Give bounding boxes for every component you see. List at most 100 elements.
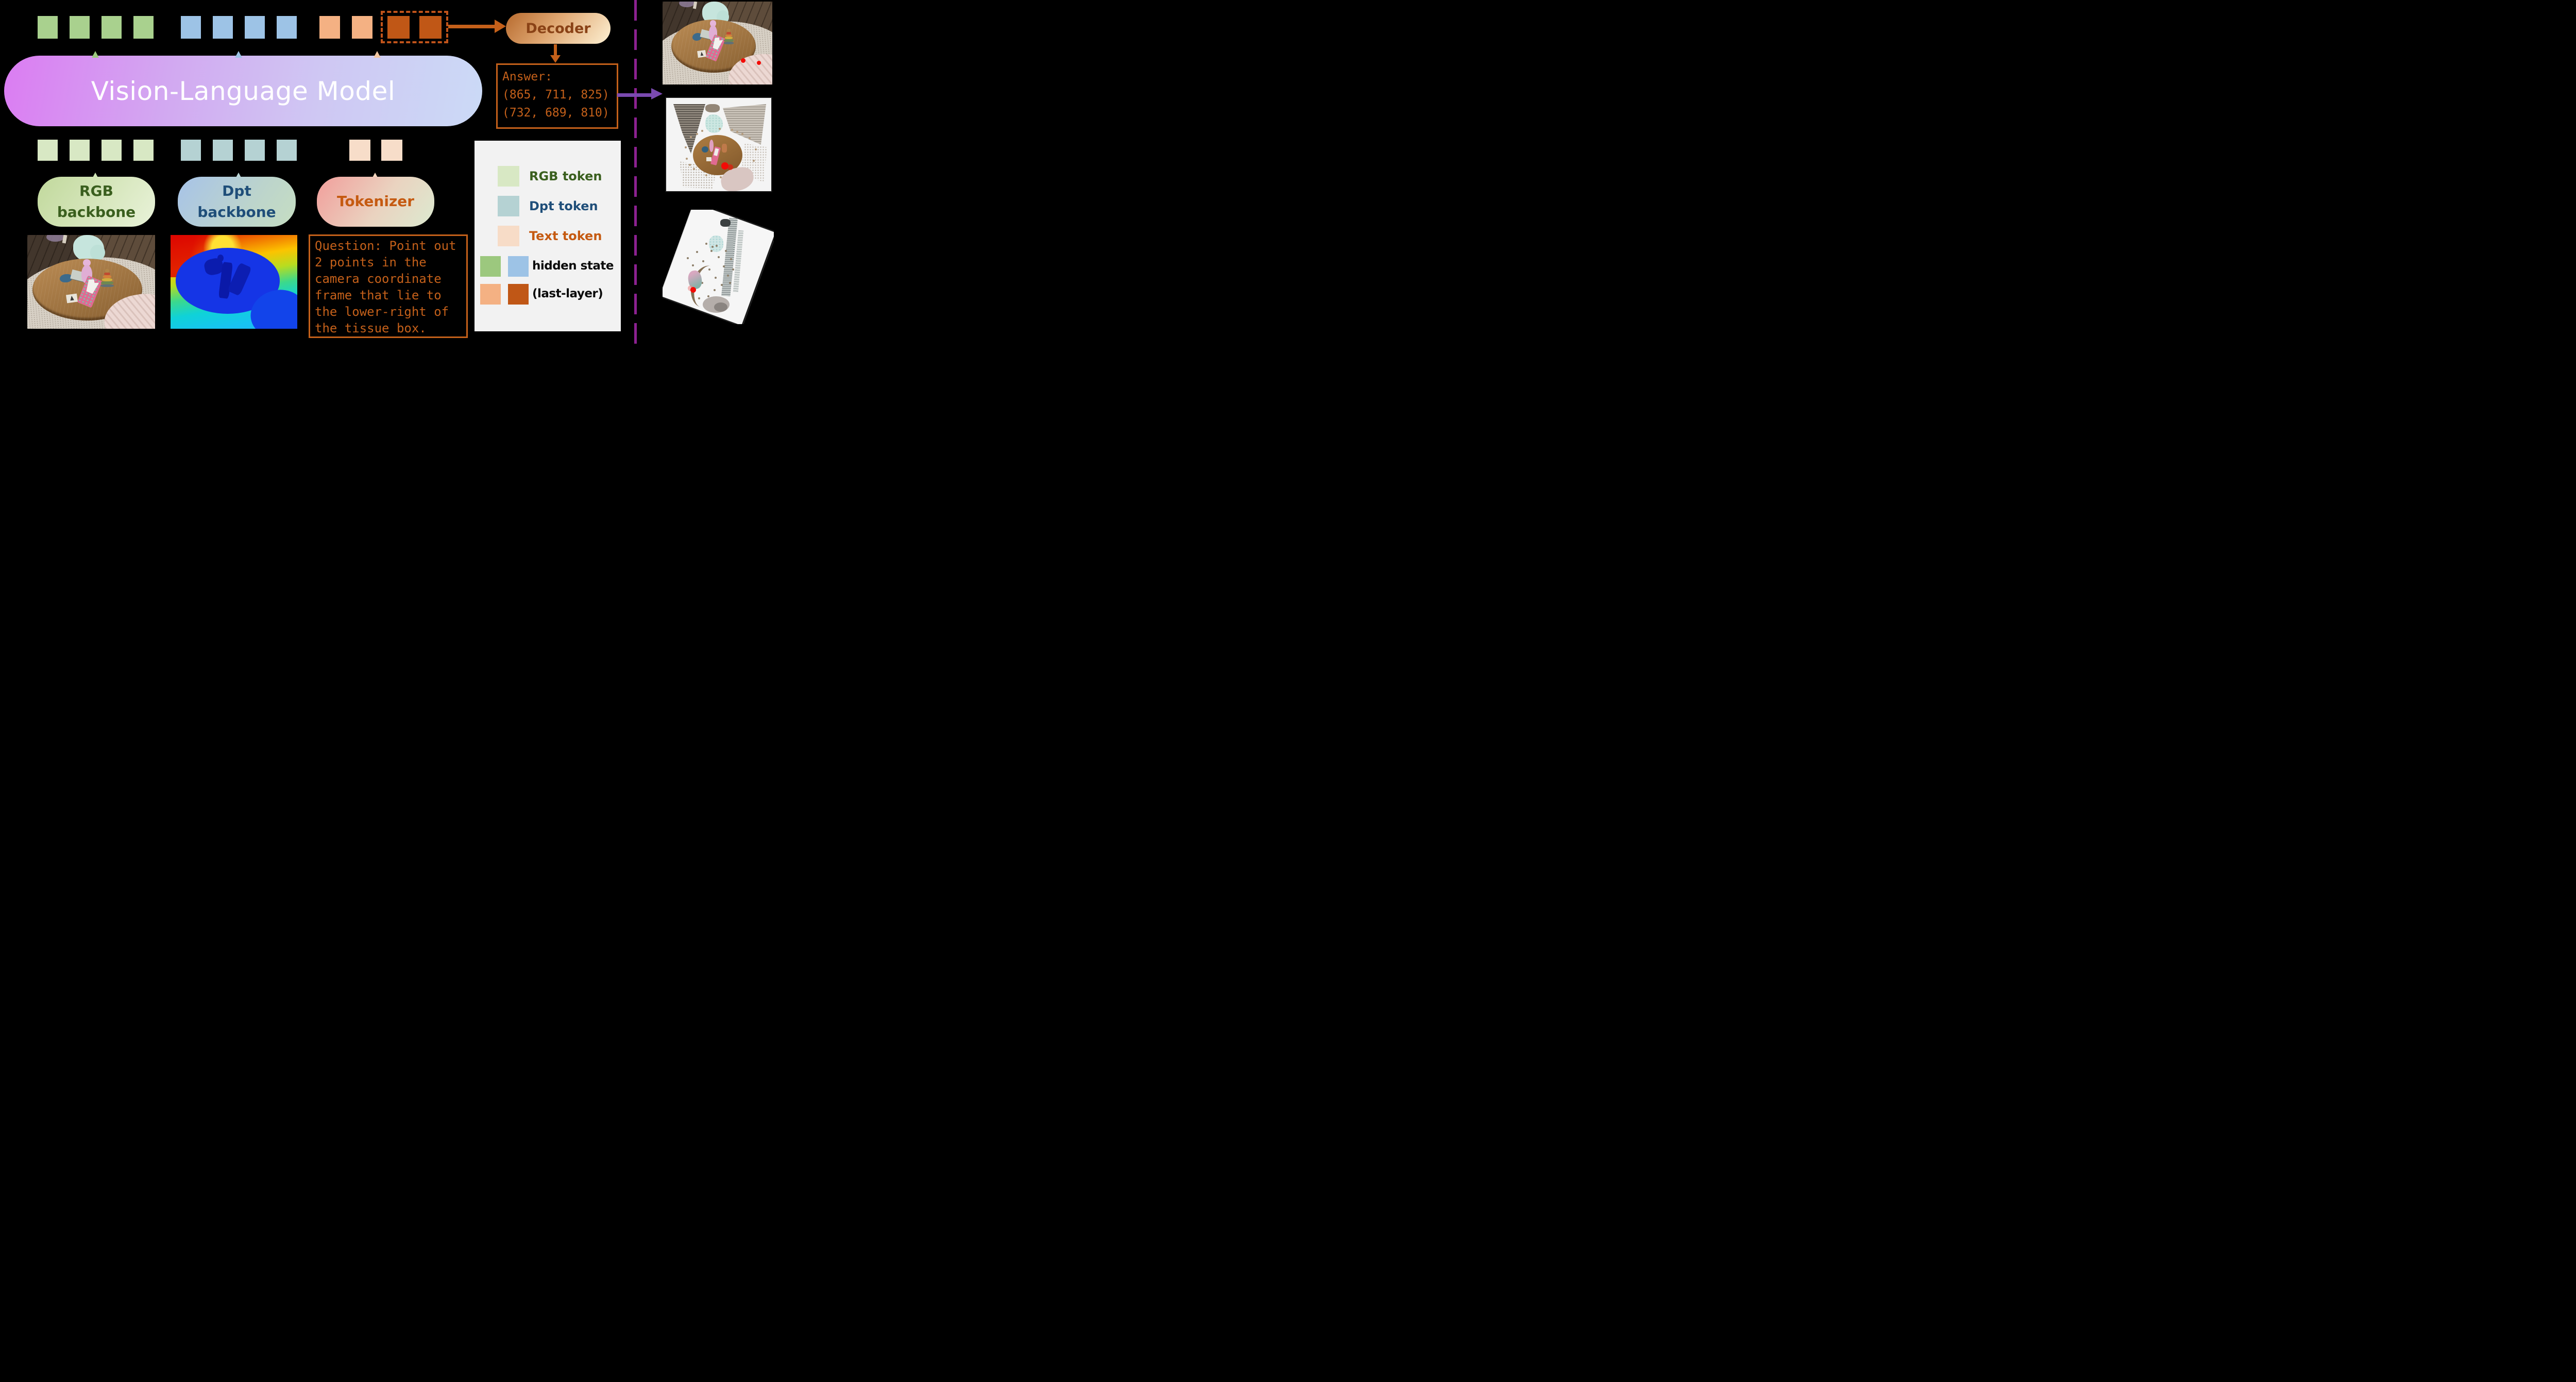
pink-balloon-toy	[710, 20, 716, 27]
text-token-label: Text token	[529, 229, 602, 243]
text-token	[381, 140, 402, 161]
question-line: frame that lie to	[315, 288, 442, 302]
question-line: 2 points in the	[315, 255, 427, 269]
rgb-input-image	[27, 235, 155, 329]
tokenizer-label: Tokenizer	[336, 193, 415, 210]
arrow-head-icon	[374, 41, 381, 58]
rgb-token	[38, 140, 58, 161]
question-line: camera coordinate	[315, 272, 442, 286]
arrow-head-icon	[651, 88, 663, 99]
question-line: Question: Point out	[315, 239, 456, 253]
tokenizer-box: Tokenizer	[317, 177, 434, 227]
arrow-shaft	[554, 44, 557, 55]
rgb-token	[101, 140, 122, 161]
result-rgb-image	[663, 2, 772, 85]
pointcloud-dark-object	[720, 219, 731, 227]
arrow-vlm-to-text-tokens	[374, 41, 381, 58]
card	[697, 50, 707, 58]
generated-token	[387, 15, 410, 39]
arrow-vlm-to-rgb-tokens	[92, 41, 99, 58]
predicted-point-marker	[721, 162, 728, 170]
answer-box: Answer: (865, 711, 825) (732, 689, 810)	[496, 63, 618, 129]
dpt-token	[213, 140, 233, 161]
rgb-token-label: RGB token	[529, 169, 602, 183]
card	[706, 157, 711, 162]
arrow-rgb-backbone-to-tokens	[92, 163, 99, 179]
text-token-swatch	[498, 226, 519, 246]
hidden-state-swatch-orange	[480, 284, 501, 305]
stacking-ring-toy	[723, 28, 734, 44]
dpt-hidden-token	[245, 16, 265, 39]
vlm-output-dpt-tokens	[181, 16, 297, 39]
dpt-token-swatch	[498, 196, 519, 216]
input-text-tokens	[349, 140, 402, 161]
stacking-ring-toy	[100, 268, 114, 287]
rgb-token	[133, 140, 154, 161]
background-object	[46, 235, 64, 242]
vision-language-model-box: Vision-Language Model	[4, 56, 482, 126]
answer-line: (732, 689, 810)	[502, 106, 609, 120]
result-pointcloud-side	[663, 210, 774, 324]
pointcloud-far-object	[705, 104, 720, 112]
input-dpt-tokens	[181, 140, 297, 161]
pointcloud-speckles	[711, 246, 714, 248]
card	[66, 293, 78, 304]
decoder-label: Decoder	[526, 20, 591, 37]
hidden-state-sublabel: (last-layer)	[532, 287, 603, 300]
predicted-point-marker	[727, 164, 733, 170]
rgb-hidden-token	[38, 16, 58, 39]
dpt-token	[245, 140, 265, 161]
arrow-head-icon	[495, 20, 506, 33]
dashed-divider-line	[634, 0, 637, 345]
pointcloud-blanket-shadow	[714, 302, 727, 312]
pointcloud-plush	[709, 235, 723, 252]
decoder-box: Decoder	[506, 13, 611, 44]
arrow-dpt-backbone-to-tokens	[235, 163, 242, 179]
blue-balloon-toy	[692, 33, 702, 41]
arrow-head-icon	[92, 41, 99, 58]
pointcloud-plush	[705, 114, 723, 133]
hidden-state-label: hidden state	[532, 259, 614, 273]
question-box: Question: Point out 2 points in the came…	[309, 234, 468, 338]
text-hidden-token	[352, 16, 372, 39]
depth-object-silhouette	[217, 255, 224, 262]
vlm-output-rgb-tokens	[38, 16, 154, 39]
arrow-tokenizer-to-tokens	[371, 163, 379, 179]
predicted-point-marker	[741, 58, 745, 63]
dpt-hidden-token	[277, 16, 297, 39]
blue-balloon-toy	[60, 274, 72, 283]
arrow-shaft	[448, 25, 495, 28]
arrow-head-icon	[550, 55, 561, 63]
hidden-state-swatch-darkorange	[508, 284, 529, 305]
input-rgb-tokens	[38, 140, 154, 161]
arrow-vlm-to-dpt-tokens	[235, 41, 242, 58]
generated-tokens-dashed-box	[381, 11, 448, 43]
plush-toy	[73, 235, 105, 261]
rgb-hidden-token	[133, 16, 154, 39]
rgb-hidden-token	[101, 16, 122, 39]
predicted-point-marker	[757, 61, 761, 65]
dpt-token-label: Dpt token	[529, 199, 598, 213]
hidden-state-swatch-green	[480, 256, 501, 277]
stacking-ring-toy	[721, 144, 727, 153]
arrow-decoder-to-answer	[550, 44, 561, 63]
question-line: the tissue box.	[315, 321, 427, 335]
vlm-output-text-tokens	[319, 16, 372, 39]
background-object	[679, 2, 694, 8]
rgb-token	[70, 140, 90, 161]
legend: RGB token Dpt token Text token hidden st…	[474, 141, 621, 331]
hidden-state-swatch-blue	[508, 256, 529, 277]
pink-balloon-toy	[709, 140, 714, 152]
text-token	[349, 140, 370, 161]
depth-input-image	[171, 235, 297, 329]
dpt-token	[181, 140, 201, 161]
pink-balloon-toy	[83, 259, 91, 267]
rgb-token-swatch	[498, 166, 519, 187]
question-line: the lower-right of	[315, 305, 449, 319]
predicted-point-marker	[690, 287, 696, 293]
